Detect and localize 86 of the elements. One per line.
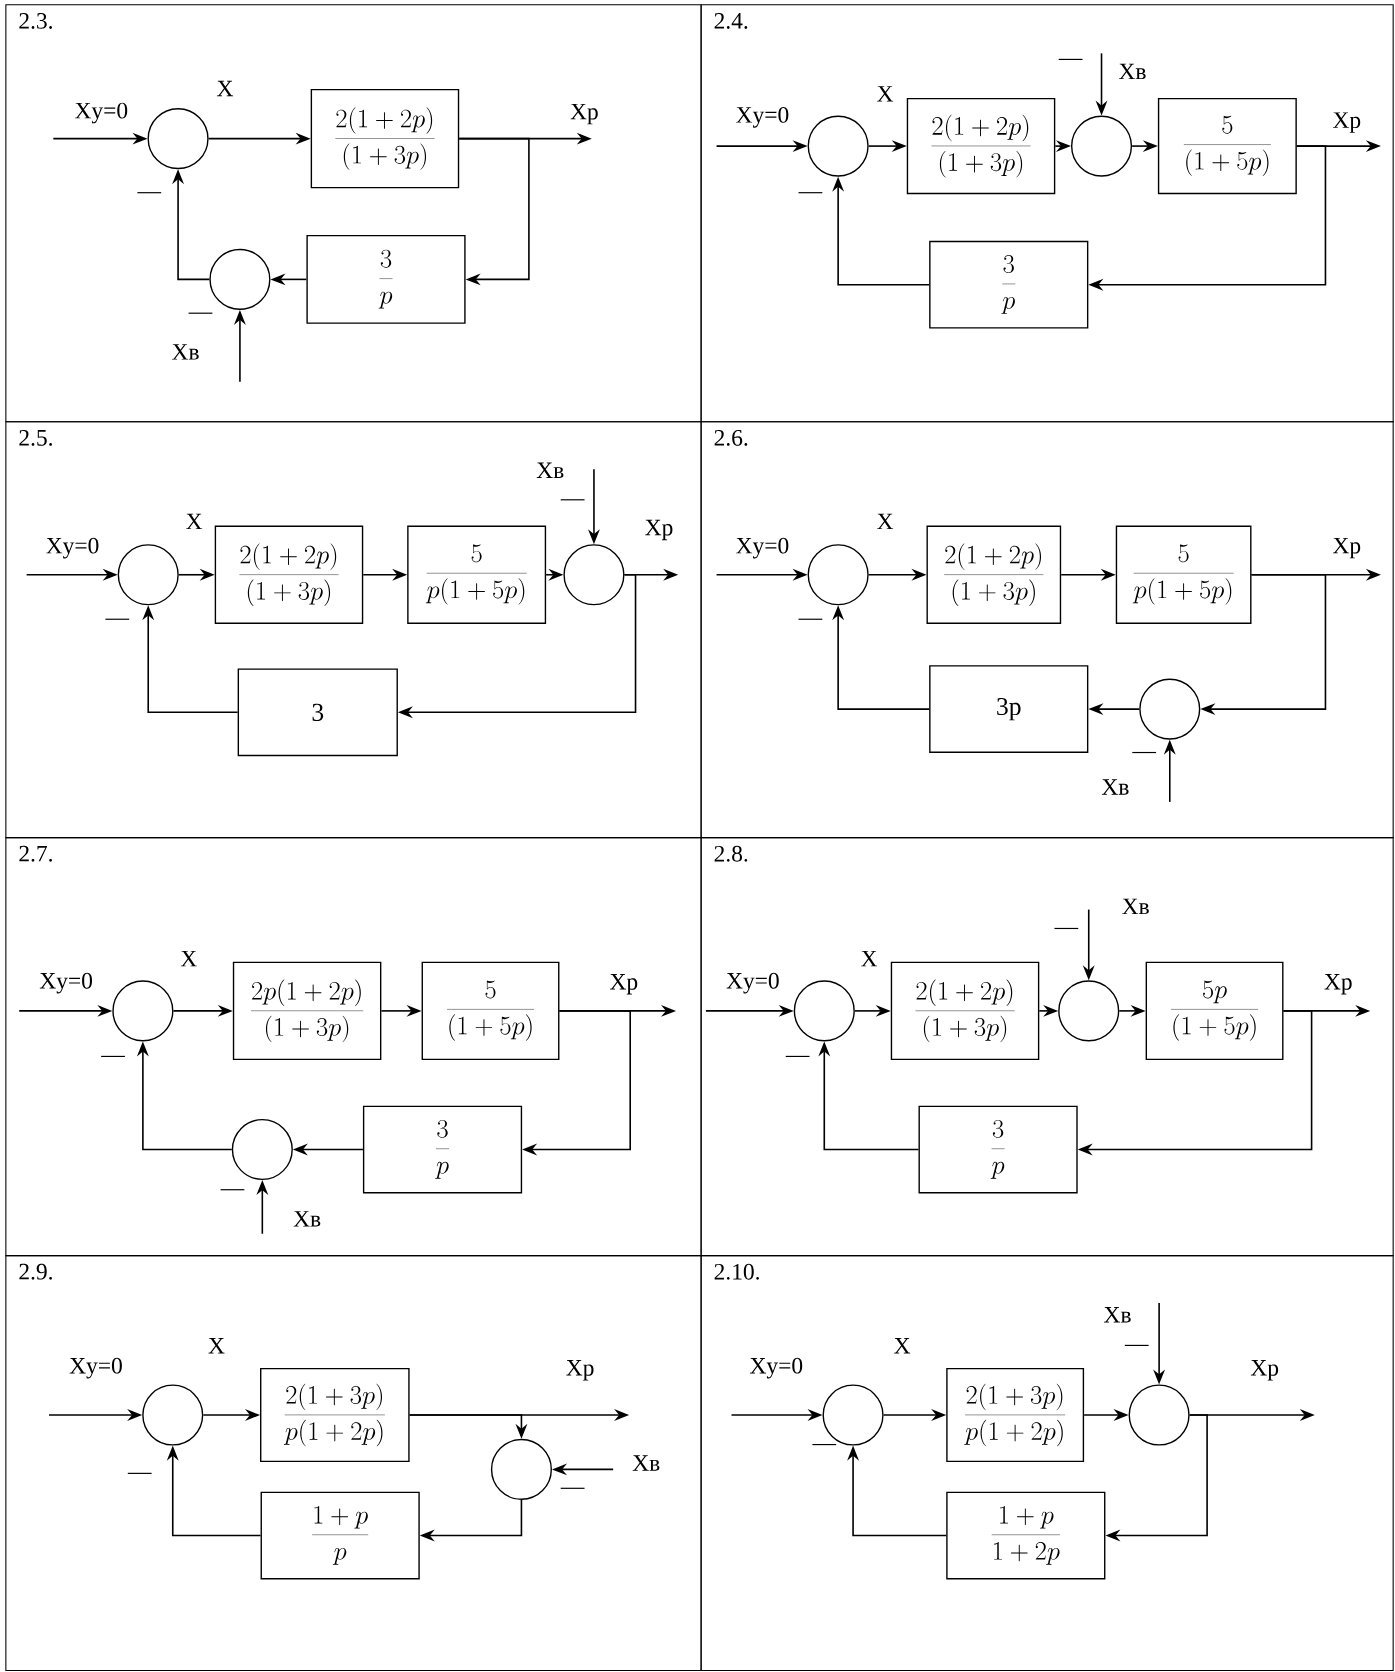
transfer-function-block: $\frac{3}{p}$	[363, 1105, 523, 1194]
summing-junction	[822, 1384, 884, 1446]
transfer-function-block: $\frac{1+p}{p}$	[260, 1491, 420, 1580]
edge-label: Xy=0	[68, 1356, 124, 1380]
edge-label: Xв	[1117, 62, 1148, 81]
summing-junction	[209, 248, 271, 310]
edge-label: Xy=0	[734, 105, 791, 129]
summing-junction	[1139, 678, 1201, 740]
minus-sign: —	[137, 192, 162, 194]
edge-label: X	[184, 512, 204, 531]
edge-label: Xp	[1323, 973, 1354, 996]
edge-label: Xв	[292, 1210, 323, 1228]
minus-sign: —	[798, 192, 823, 194]
transfer-function-block: $\frac{2(1+2p)}{(1+3p)}$	[310, 88, 460, 189]
summing-junction	[491, 1438, 553, 1500]
summing-junction	[117, 544, 179, 606]
edge-label: Xp	[569, 102, 600, 126]
edge-label: Xв	[631, 1454, 662, 1472]
transfer-function-block: $\frac{1+p}{1+2p}$	[946, 1491, 1106, 1580]
edge-label: Xy=0	[73, 101, 130, 125]
edge-label: Xp	[1249, 1359, 1281, 1382]
transfer-function-block: $\frac{2(1+3p)}{p(1+2p)}$	[946, 1367, 1085, 1463]
transfer-function-block: $\frac{2(1+2p)}{(1+3p)}$	[214, 525, 364, 624]
summing-junction	[1058, 980, 1120, 1042]
edge-label: X	[875, 512, 895, 531]
minus-sign: —	[101, 1055, 126, 1057]
edge-label: X	[207, 1336, 227, 1355]
edge-label: Xy=0	[725, 971, 781, 995]
summing-junction	[807, 115, 869, 177]
transfer-function-block: $\frac{3}{p}$	[918, 1105, 1078, 1194]
minus-sign: —	[560, 1487, 585, 1489]
edge-label: X	[875, 85, 895, 103]
arrow	[458, 137, 530, 286]
minus-sign: —	[785, 1055, 810, 1057]
edge-label: X	[859, 949, 879, 968]
transfer-function-block: $\frac{5}{p(1+5p)}$	[407, 525, 547, 624]
minus-sign: —	[220, 1189, 245, 1191]
transfer-function-block: $\frac{3}{p}$	[929, 240, 1089, 329]
edge-label: Xp	[564, 1359, 596, 1382]
transfer-function-block: $\frac{2(1+3p)}{p(1+2p)}$	[260, 1367, 410, 1463]
transfer-function-block: $\frac{5p}{(1+5p)}$	[1145, 961, 1284, 1061]
transfer-function-block: 3	[237, 668, 399, 757]
edge-label: X	[892, 1336, 912, 1355]
edge-label: Xp	[1331, 111, 1363, 134]
edge-label: Xp	[643, 518, 675, 542]
summing-junction	[793, 980, 855, 1042]
minus-sign: —	[1124, 1344, 1149, 1346]
transfer-function-block: $\frac{3}{p}$	[306, 234, 466, 324]
edge-label: Xp	[608, 973, 640, 996]
minus-sign: —	[812, 1444, 837, 1446]
summing-junction	[807, 544, 869, 606]
minus-sign: —	[1054, 927, 1079, 930]
transfer-function-block: $\frac{5}{p(1+5p)}$	[1115, 525, 1252, 624]
minus-sign: —	[1132, 751, 1157, 754]
transfer-function-block: $\frac{5}{(1+5p)}$	[1158, 97, 1297, 195]
summing-junction	[1071, 115, 1133, 177]
edge-label: Xв	[1102, 1306, 1133, 1324]
transfer-function-block: $\frac{2p(1+2p)}{(1+3p)}$	[232, 961, 382, 1061]
edge-label: Xy=0	[748, 1356, 805, 1380]
edge-label: X	[179, 949, 199, 968]
summing-junction	[142, 1384, 204, 1446]
transfer-function-block: 3p	[929, 665, 1089, 753]
transfer-function-block: $\frac{2(1+2p)}{(1+3p)}$	[906, 97, 1056, 195]
summing-junction	[112, 980, 174, 1042]
edge-label: Xp	[1331, 536, 1363, 560]
minus-sign: —	[105, 618, 130, 620]
edge-label: Xв	[1120, 897, 1151, 916]
edge-label: X	[215, 79, 235, 98]
minus-sign: —	[560, 499, 585, 501]
edge-label: Xy=0	[734, 536, 791, 560]
transfer-function-block: $\frac{5}{(1+5p)}$	[421, 961, 560, 1061]
minus-sign: —	[1058, 58, 1083, 60]
edge-label: Xy=0	[38, 971, 95, 995]
minus-sign: —	[188, 312, 213, 314]
edge-label: Xв	[1100, 778, 1131, 796]
minus-sign: —	[127, 1472, 152, 1474]
transfer-function-block: $\frac{2(1+2p)}{(1+3p)}$	[890, 961, 1040, 1061]
summing-junction	[147, 108, 209, 170]
summing-junction	[231, 1118, 293, 1181]
summing-junction	[563, 544, 625, 606]
summing-junction	[1128, 1384, 1190, 1446]
minus-sign: —	[798, 618, 823, 620]
transfer-function-block: $\frac{2(1+2p)}{(1+3p)}$	[926, 525, 1062, 624]
edge-label: Xy=0	[44, 536, 101, 560]
edge-label: Xв	[170, 343, 201, 361]
edge-label: Xв	[535, 461, 566, 479]
